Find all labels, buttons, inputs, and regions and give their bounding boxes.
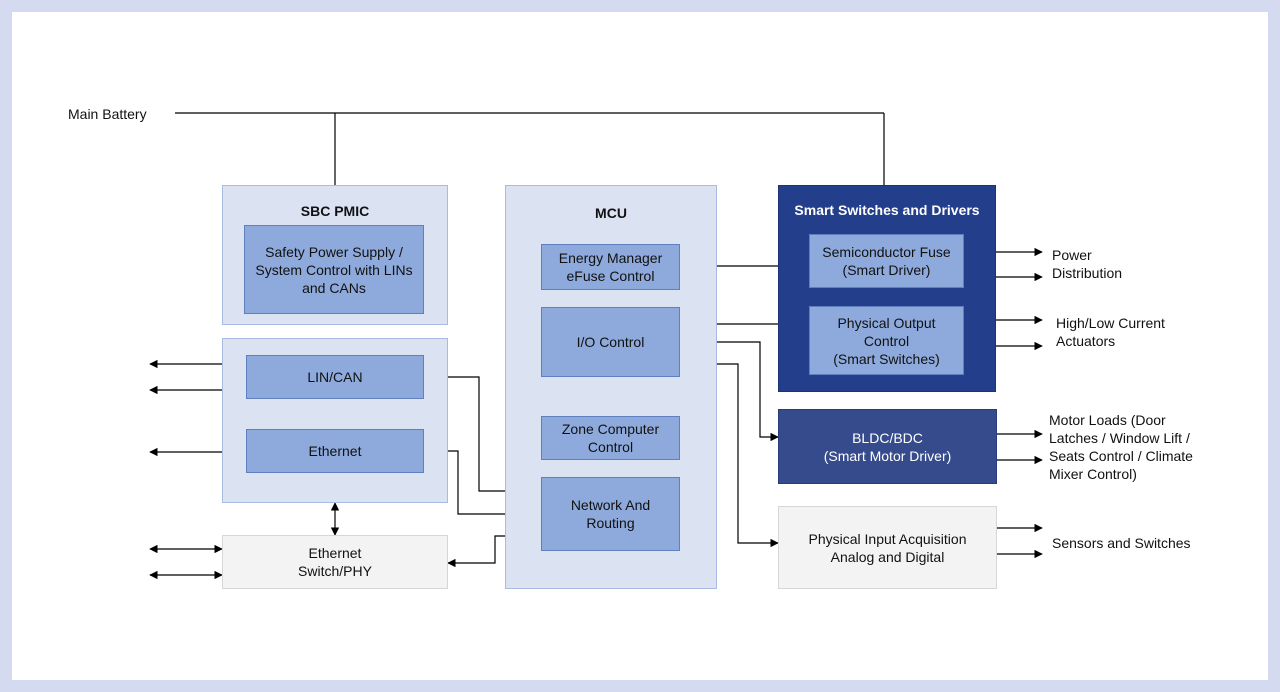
bldc-bdc-block: BLDC/BDC (Smart Motor Driver) bbox=[778, 409, 997, 484]
sbc-pmic-title: SBC PMIC bbox=[300, 203, 370, 219]
physical-output-block: Physical Output Control (Smart Switches) bbox=[809, 306, 964, 375]
lin-can-block: LIN/CAN bbox=[246, 355, 424, 399]
mcu-title: MCU bbox=[595, 205, 627, 221]
network-routing-block: Network And Routing bbox=[541, 477, 680, 551]
io-control-block: I/O Control bbox=[541, 307, 680, 377]
sensors-switches-label: Sensors and Switches bbox=[1052, 535, 1191, 551]
ethernet-block: Ethernet bbox=[246, 429, 424, 473]
physical-input-block: Physical Input Acquisition Analog and Di… bbox=[778, 506, 997, 589]
ethernet-switch-block: Ethernet Switch/PHY bbox=[222, 535, 448, 589]
power-distribution-label: Power Distribution bbox=[1052, 247, 1123, 281]
high-low-current-label: High/Low Current Actuators bbox=[1056, 315, 1165, 349]
motor-loads-label: Motor Loads (Door Latches / Window Lift … bbox=[1049, 412, 1193, 482]
energy-manager-block: Energy Manager eFuse Control bbox=[541, 244, 680, 290]
smart-switches-title: Smart Switches and Drivers bbox=[794, 202, 980, 218]
main-battery-label: Main Battery bbox=[68, 106, 147, 122]
safety-power-block: Safety Power Supply / System Control wit… bbox=[244, 225, 424, 314]
semiconductor-fuse-block: Semiconductor Fuse (Smart Driver) bbox=[809, 234, 964, 288]
zone-computer-block: Zone Computer Control bbox=[541, 416, 680, 460]
